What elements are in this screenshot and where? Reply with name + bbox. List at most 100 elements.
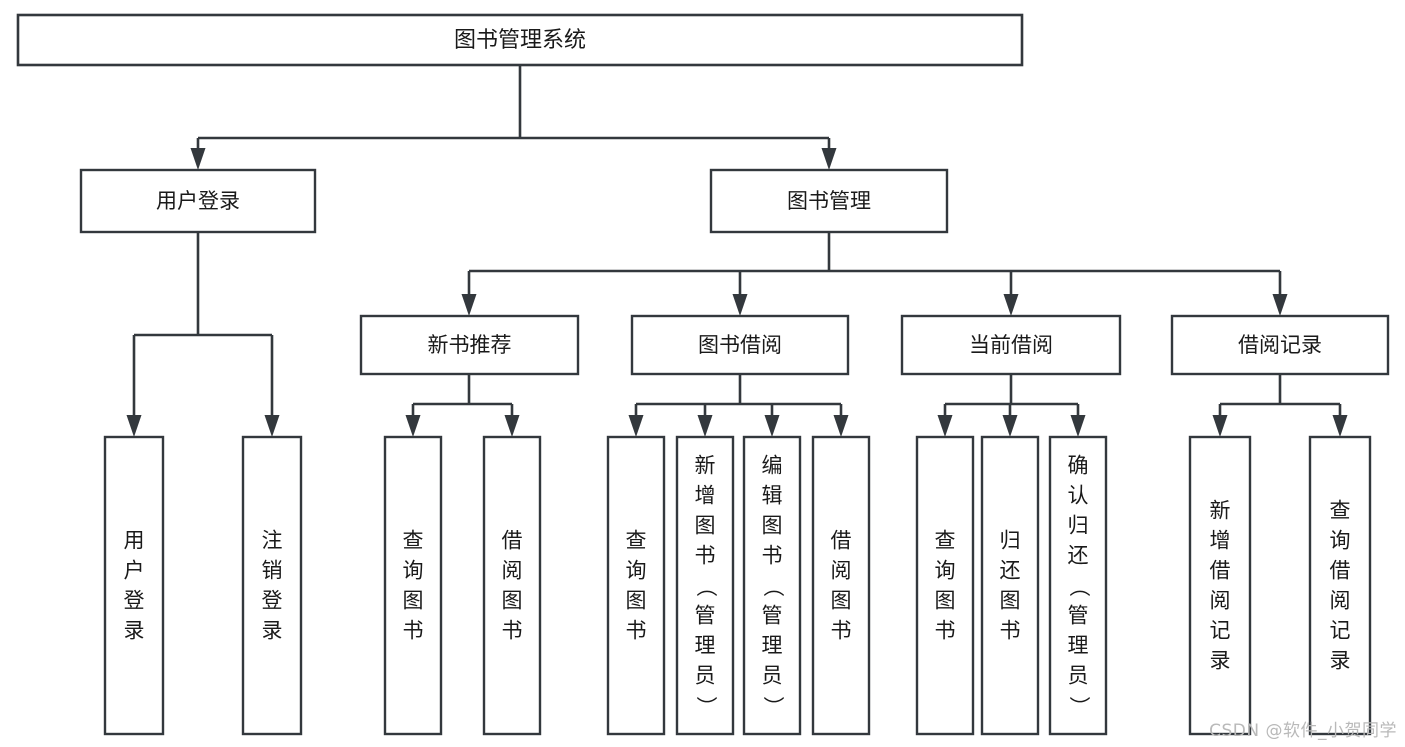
node-label-char: 询	[935, 559, 956, 583]
node-label-char: 还	[1000, 559, 1021, 583]
nodes-layer: 图书管理系统用户登录图书管理新书推荐图书借阅当前借阅借阅记录用户登录注销登录查询…	[16, 13, 1390, 736]
node-label: 新书推荐	[428, 333, 512, 357]
arrow-head-icon	[461, 294, 477, 316]
connector-group-user-login	[126, 232, 280, 437]
node-box[interactable]	[359, 314, 580, 376]
node-box[interactable]	[915, 435, 975, 736]
arrow-head-icon	[628, 415, 644, 437]
node-label-char: 查	[935, 529, 956, 553]
node-label-char: 增	[695, 484, 716, 508]
node-label-char: 录	[1330, 649, 1351, 673]
node-box[interactable]	[1308, 435, 1372, 736]
node-box[interactable]	[16, 13, 1024, 67]
node-box[interactable]	[709, 168, 949, 234]
node-label: 图书借阅	[698, 333, 782, 357]
node-box[interactable]	[1188, 435, 1252, 736]
node-label-char: 图	[831, 589, 852, 613]
node-label-char: 录	[1210, 649, 1231, 673]
arrow-head-icon	[821, 148, 837, 170]
node-label-char: 询	[626, 559, 647, 583]
connector-group-root	[190, 65, 837, 170]
node-label-char: 销	[262, 559, 283, 583]
node-label: 图书管理	[787, 189, 871, 213]
node-label-char: 增	[1210, 529, 1231, 553]
node-label-char: 借	[1210, 559, 1231, 583]
node-box[interactable]	[79, 168, 317, 234]
node-label-char: 查	[403, 529, 424, 553]
node-current-borrow[interactable]: 当前借阅	[900, 314, 1122, 376]
arrow-head-icon	[126, 415, 142, 437]
node-label-char: 书	[762, 544, 783, 568]
node-label-char: 录	[262, 619, 283, 643]
node-box[interactable]	[900, 314, 1122, 376]
node-label-char: 图	[1000, 589, 1021, 613]
node-book-borrow[interactable]: 图书借阅	[630, 314, 850, 376]
arrow-head-icon	[697, 415, 713, 437]
arrow-head-icon	[1332, 415, 1348, 437]
node-box[interactable]	[675, 435, 735, 736]
arrow-head-icon	[732, 294, 748, 316]
node-box[interactable]	[980, 435, 1040, 736]
node-label-char: 登	[124, 589, 145, 613]
node-label-char: ）	[1067, 696, 1091, 717]
node-box[interactable]	[742, 435, 802, 736]
node-box[interactable]	[811, 435, 871, 736]
node-label-char: 阅	[502, 559, 523, 583]
node-label-char: 借	[831, 529, 852, 553]
node-label: 用户登录	[156, 189, 240, 213]
node-label-char: 书	[695, 544, 716, 568]
connector-group-borrow-record	[1212, 374, 1348, 437]
node-label-char: 员	[762, 664, 783, 688]
arrow-head-icon	[833, 415, 849, 437]
node-label-char: 查	[626, 529, 647, 553]
node-box[interactable]	[1170, 314, 1390, 376]
node-box[interactable]	[630, 314, 850, 376]
node-leaf-user-login[interactable]: 用户登录	[103, 435, 165, 736]
node-label-char: 理	[695, 634, 716, 658]
node-borrow-record[interactable]: 借阅记录	[1170, 314, 1390, 376]
node-root[interactable]: 图书管理系统	[16, 13, 1024, 67]
arrow-head-icon	[764, 415, 780, 437]
node-label-char: 询	[1330, 529, 1351, 553]
node-user-login[interactable]: 用户登录	[79, 168, 317, 234]
node-box[interactable]	[606, 435, 666, 736]
node-book-manage[interactable]: 图书管理	[709, 168, 949, 234]
node-label-char: 管	[762, 604, 783, 628]
arrow-head-icon	[1272, 294, 1288, 316]
node-label-char: 录	[124, 619, 145, 643]
node-label-char: 理	[1068, 634, 1089, 658]
node-label-char: 图	[695, 514, 716, 538]
node-box[interactable]	[1048, 435, 1108, 736]
node-new-book-rec[interactable]: 新书推荐	[359, 314, 580, 376]
arrow-head-icon	[1070, 415, 1086, 437]
node-label-char: 阅	[1330, 589, 1351, 613]
node-box[interactable]	[383, 435, 443, 736]
node-box[interactable]	[241, 435, 303, 736]
node-label: 当前借阅	[969, 333, 1053, 357]
node-label-char: ）	[694, 696, 718, 717]
arrow-head-icon	[504, 415, 520, 437]
arrow-head-icon	[264, 415, 280, 437]
connector-group-current-borrow	[937, 374, 1086, 437]
node-label-char: ）	[761, 696, 785, 717]
arrow-head-icon	[190, 148, 206, 170]
node-box[interactable]	[103, 435, 165, 736]
arrow-head-icon	[937, 415, 953, 437]
node-label-char: （	[1067, 576, 1091, 597]
node-label-char: （	[761, 576, 785, 597]
node-label-char: 书	[831, 619, 852, 643]
node-box[interactable]	[482, 435, 542, 736]
